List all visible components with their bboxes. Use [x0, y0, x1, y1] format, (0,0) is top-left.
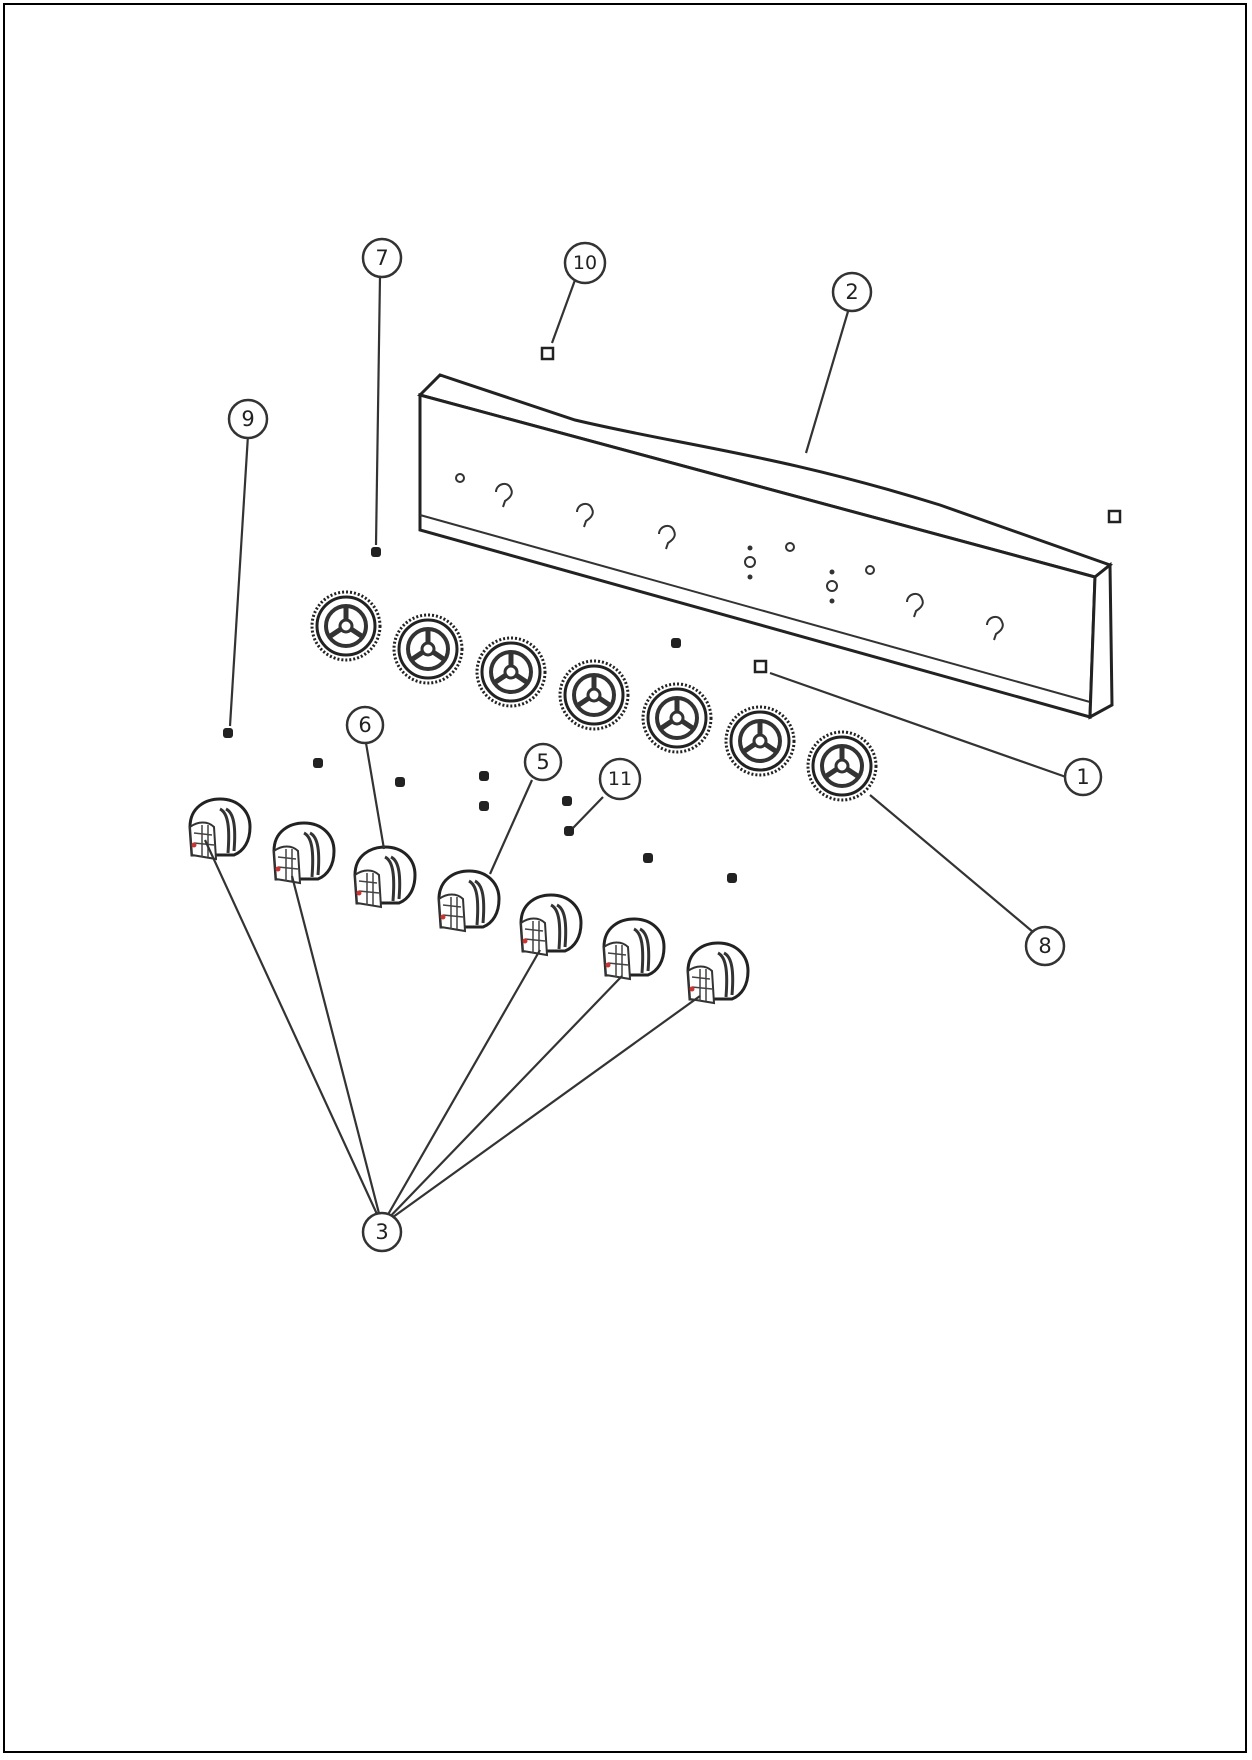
knob-bezel: [726, 707, 794, 775]
control-knob: [188, 797, 252, 861]
spring-part: [727, 873, 737, 883]
callout-8-label: 8: [1038, 934, 1051, 958]
leader-lines: [204, 275, 1067, 1226]
control-panel: [417, 373, 1114, 720]
control-knob: [272, 821, 336, 885]
callout-5-label: 5: [536, 750, 549, 774]
callout-10: 10: [563, 241, 607, 285]
callout-9: 9: [227, 398, 269, 440]
callout-9-label: 9: [241, 407, 254, 431]
bushing-part: [1107, 509, 1122, 524]
clip-part-7: [371, 547, 381, 557]
knob-bezel: [643, 684, 711, 752]
spring-part: [562, 796, 572, 806]
callout-1-label: 1: [1076, 765, 1089, 789]
callout-10-label: 10: [573, 252, 597, 274]
knob-bezel: [312, 592, 380, 660]
control-knob: [686, 941, 750, 1005]
control-knob: [602, 917, 666, 981]
callout-11-label: 11: [608, 768, 632, 790]
callout-11: 11: [598, 757, 642, 801]
knob-bezel: [477, 638, 545, 706]
knob-bezel: [560, 661, 628, 729]
control-knob: [353, 845, 417, 909]
control-knob-row: [188, 797, 750, 1005]
callout-6-label: 6: [358, 713, 371, 737]
spring-part: [643, 853, 653, 863]
callout-3: 3: [361, 1211, 403, 1253]
control-knob: [519, 893, 583, 957]
callout-1: 1: [1063, 757, 1103, 797]
spring-part: [479, 801, 489, 811]
bushing-part-1: [753, 659, 768, 674]
callout-5: 5: [523, 742, 563, 782]
callout-2-label: 2: [845, 280, 858, 304]
callout-6: 6: [345, 705, 385, 745]
bushing-part-10: [540, 346, 555, 361]
spring-part: [313, 758, 323, 768]
knob-bezel: [394, 615, 462, 683]
callout-3-label: 3: [375, 1220, 388, 1244]
spring-part: [395, 777, 405, 787]
callout-8: 8: [1024, 925, 1066, 967]
control-knob: [437, 869, 501, 933]
clip-part: [671, 638, 681, 648]
knob-bezel: [808, 732, 876, 800]
callout-7-label: 7: [375, 246, 388, 270]
callout-7: 7: [361, 237, 403, 279]
page-border: [3, 3, 1247, 1753]
spring-part: [479, 771, 489, 781]
callout-2: 2: [831, 271, 873, 313]
clip-part-9: [223, 728, 233, 738]
